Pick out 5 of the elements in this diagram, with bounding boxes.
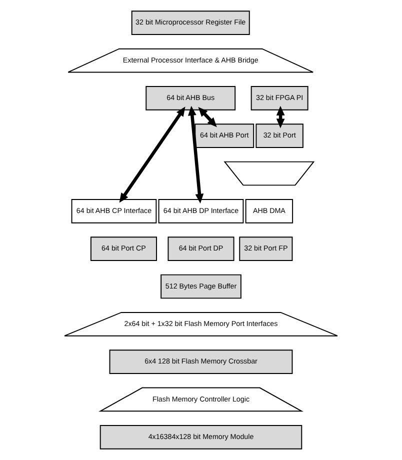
arrow (276, 106, 285, 128)
arrow (198, 106, 217, 128)
node-trapezoid (224, 161, 315, 186)
arrow (119, 106, 186, 203)
arrow (188, 106, 204, 204)
